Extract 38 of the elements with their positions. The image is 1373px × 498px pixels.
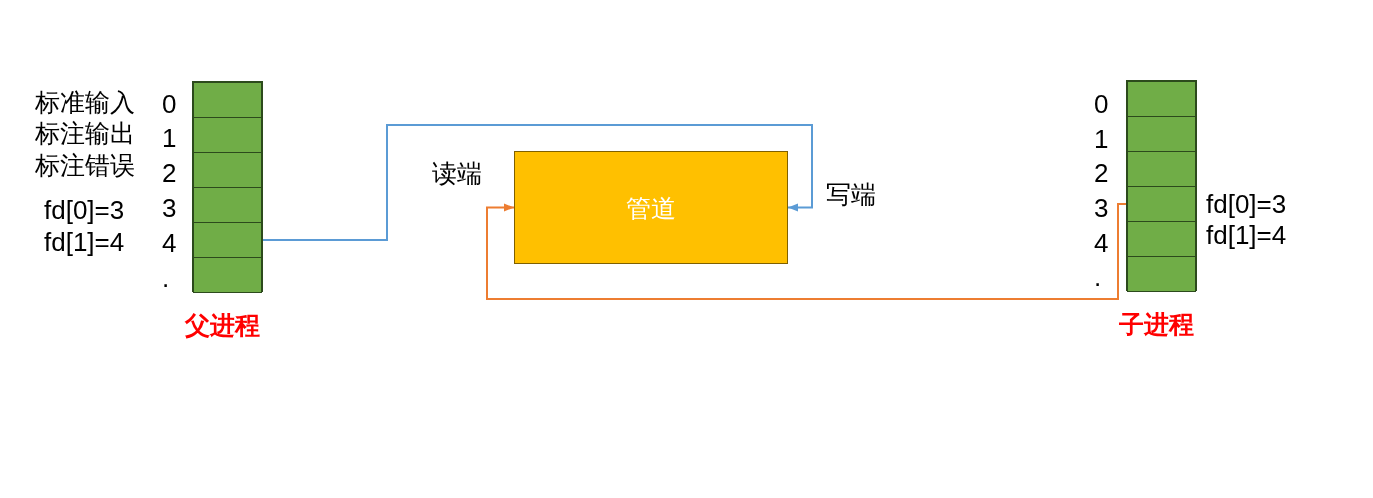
fd-table-cell [193, 82, 262, 118]
fd-note: fd[0]=3 [44, 195, 125, 225]
fd-index: 0 [162, 89, 177, 119]
fd-table-cell [1127, 151, 1196, 187]
fd-note: fd[0]=3 [1206, 189, 1287, 219]
fd-index: 4 [1094, 228, 1109, 258]
stream-label: 标注错误 [35, 150, 135, 180]
fd-index: 2 [162, 158, 177, 188]
fd-table-cell [1127, 221, 1196, 257]
arrow [486, 203, 1128, 300]
end-label: 写端 [826, 179, 876, 209]
stream-label: 标注输出 [35, 118, 135, 148]
fd-table-cell [193, 117, 262, 153]
fd-note: fd[1]=4 [44, 227, 125, 257]
fd-index: 2 [1094, 158, 1109, 188]
fd-table-cell [1127, 186, 1196, 222]
process-label: 子进程 [1117, 309, 1195, 339]
fd-index: 1 [162, 123, 177, 153]
fd-table-cell [1127, 81, 1196, 117]
arrow [261, 124, 813, 241]
fd-index: 4 [162, 228, 177, 258]
fd-index: 3 [162, 193, 177, 223]
fd-table-cell [193, 187, 262, 223]
fd-note: fd[1]=4 [1206, 220, 1287, 250]
fd-table-cell [1127, 256, 1196, 292]
fd-index: 3 [1094, 193, 1109, 223]
pipe-label: 管道 [626, 192, 676, 223]
fd-index: 0 [1094, 89, 1109, 119]
fd-index: . [1094, 262, 1102, 292]
process-label: 父进程 [183, 310, 261, 340]
fd-index: 1 [1094, 124, 1109, 154]
stream-label: 标准输入 [35, 87, 135, 117]
end-label: 读端 [432, 158, 482, 188]
fd-table-cell [193, 222, 262, 258]
fd-table-cell [1127, 116, 1196, 152]
fd-index: . [162, 263, 170, 293]
fd-table-cell [193, 257, 262, 293]
fd-table-cell [193, 152, 262, 188]
